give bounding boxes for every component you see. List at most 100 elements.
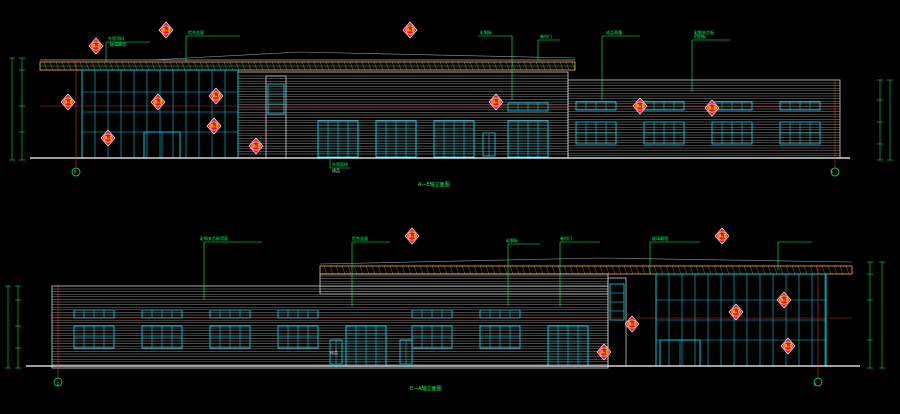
roof-hatch [743,265,748,275]
marker-tag: A-1 [253,144,261,149]
marker-diamond [206,117,222,135]
marker-diamond [704,99,720,117]
marker-diamond [596,343,612,361]
roof-hatch [767,265,772,275]
section-marker: A-1 [206,117,222,135]
marker-diamond [776,291,792,309]
marker-ring [707,103,717,113]
marker-ring [405,25,415,35]
roof-hatch [395,265,400,275]
marker-diamond [632,97,648,115]
marker-tag: A-1 [409,234,417,239]
marker-diamond [780,337,796,355]
roof-hatch [521,265,526,275]
marker-ring [103,133,113,143]
top-annotation-8: 玻璃幕墙 [110,41,126,47]
marker-ring [491,97,501,107]
roof-hatch [713,265,718,275]
roof-ridge [319,257,853,265]
marker-tag: A-1 [781,298,789,303]
marker-diamond [150,93,166,111]
marker-tag: A-1 [629,322,637,327]
section-marker: A-1 [596,343,612,361]
roof-hatch [665,265,670,275]
marker-ring [251,141,261,151]
marker-ring [91,41,101,51]
marker-tag: A-1 [709,106,717,111]
roof-hatch [359,265,364,275]
roof-hatch [599,265,604,275]
roof-hatch [737,265,742,275]
roof-hatch [365,265,370,275]
roof-hatch [551,265,556,275]
roof-band [319,265,853,275]
marker-tag: A-1 [93,44,101,49]
stair-window [267,83,285,115]
marker-ring [779,295,789,305]
roof-hatch [647,265,652,275]
roof-hatch [803,265,808,275]
roof-hatch [779,265,784,275]
marker-ring [211,91,221,101]
section-marker: A-1 [632,97,648,115]
axis-bubble [53,377,63,387]
roof-hatch [815,265,820,275]
bottom-annotation-2: 铝合金窗 [352,235,368,241]
roof-hatch [467,265,472,275]
roof-hatch [539,265,544,275]
marker-ring [635,101,645,111]
marker-tag: A-1 [213,94,221,99]
marker-diamond [488,93,504,111]
roof-hatch [695,265,700,275]
top-axis-left-label: A [74,169,77,174]
roof-hatch [671,265,676,275]
roof-hatch [479,265,484,275]
top-elevation-title: A—E轴立面图 [418,181,450,188]
marker-tag: A-1 [601,350,609,355]
stair-tower [607,277,627,367]
roof-hatch [785,265,790,275]
top-annotation-10: 成品 [332,167,340,173]
marker-diamond [402,21,418,39]
marker-diamond [624,315,640,333]
roof-hatch [329,265,334,275]
section-marker: A-1 [780,337,796,355]
section-marker: A-1 [714,227,730,245]
roof-hatch [533,265,538,275]
section-marker: A-1 [60,93,76,111]
roof-hatch [617,265,622,275]
marker-tag: A-1 [493,100,501,105]
roof-hatch [731,265,736,275]
roof-hatch [419,265,424,275]
roof-hatch [683,265,688,275]
roof-hatch [659,265,664,275]
top-annotation-7: 彩钢夹芯板 [694,29,714,35]
bottom-annotation-5: 玻璃幕墙 [652,235,668,241]
roof-hatch [407,265,412,275]
top-annotation-3: 彩钢板 [480,29,492,35]
section-marker: A-1 [704,99,720,117]
roof-hatch [845,265,850,275]
roof-hatch [809,265,814,275]
marker-ring [731,307,741,317]
roof-hatch [497,265,502,275]
roof-hatch [593,265,598,275]
roof-hatch [677,265,682,275]
marker-diamond [208,87,224,105]
marker-tag: A-1 [105,136,113,141]
roof-hatch [701,265,706,275]
top-annotation-2: 铝合金窗 [188,29,204,35]
roof-hatch [797,265,802,275]
axis-bubble [830,167,840,177]
section-marker: A-1 [728,303,744,321]
roof-hatch [425,265,430,275]
marker-tag: A-1 [65,100,73,105]
marker-diamond [404,227,420,245]
roof-hatch [563,265,568,275]
roof-hatch [761,265,766,275]
section-marker: A-1 [158,21,174,39]
upper-wall [319,273,609,295]
section-marker: A-1 [208,87,224,105]
